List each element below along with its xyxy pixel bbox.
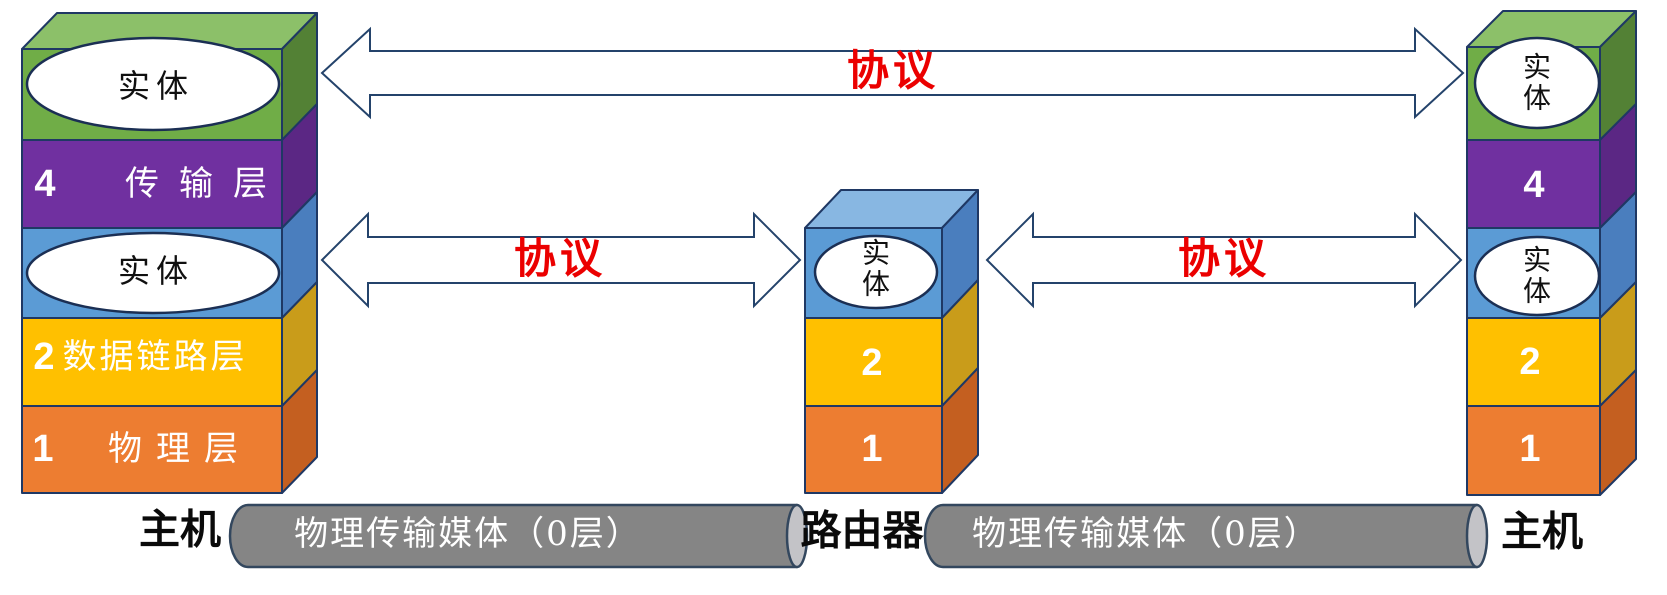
left-host-label: 主机 bbox=[139, 506, 221, 553]
left-media-cylinder bbox=[228, 503, 799, 569]
left-datalink-layer bbox=[21, 317, 283, 407]
left-lower-entity-label: 实体 bbox=[117, 252, 195, 290]
left-protocol-label: 协议 bbox=[513, 235, 607, 282]
right-physical-number: 1 bbox=[1519, 428, 1541, 470]
left-media-label: 物理传输媒体（0层） bbox=[294, 514, 642, 554]
right-datalink-layer bbox=[1466, 317, 1601, 407]
right-media-cylinder bbox=[923, 503, 1479, 569]
left-upper-entity-ellipse bbox=[25, 36, 281, 132]
left-datalink-name: 数据链路层 bbox=[62, 337, 248, 377]
right-upper-entity-ellipse bbox=[1473, 36, 1601, 130]
router-label: 路由器 bbox=[800, 507, 924, 554]
left-host-stack bbox=[21, 12, 318, 494]
right-lower-entity-ellipse bbox=[1473, 235, 1601, 317]
left-physical-layer bbox=[21, 405, 283, 494]
right-datalink-number: 2 bbox=[1519, 341, 1541, 383]
router-physical-layer bbox=[804, 405, 943, 494]
physical-media-cylinders bbox=[228, 503, 1489, 569]
right-media-label: 物理传输媒体（0层） bbox=[972, 514, 1320, 554]
router-datalink-number: 2 bbox=[861, 342, 883, 384]
left-transport-number: 4 bbox=[34, 163, 56, 205]
top-protocol-label: 协议 bbox=[846, 47, 940, 94]
left-protocol-arrow bbox=[320, 211, 802, 309]
router-entity-ellipse bbox=[813, 234, 939, 310]
left-datalink-number: 2 bbox=[33, 336, 55, 378]
right-upper-entity-label: 实体 bbox=[1522, 50, 1551, 115]
right-physical-layer bbox=[1466, 405, 1601, 496]
left-media-cylinder-cap bbox=[785, 503, 809, 569]
router-datalink-layer bbox=[804, 317, 943, 407]
router-entity-label: 实体 bbox=[861, 236, 890, 301]
top-protocol-arrow bbox=[320, 26, 1465, 120]
left-physical-name: 物理层 bbox=[108, 429, 252, 469]
right-host-label: 主机 bbox=[1501, 508, 1583, 555]
right-host-stack bbox=[1466, 10, 1637, 496]
right-lower-entity-label: 实体 bbox=[1522, 243, 1551, 308]
right-protocol-arrow bbox=[985, 211, 1463, 309]
left-upper-entity-label: 实体 bbox=[117, 67, 195, 105]
left-transport-layer bbox=[21, 139, 283, 229]
right-protocol-label: 协议 bbox=[1177, 235, 1271, 282]
left-lower-entity-ellipse bbox=[25, 231, 281, 315]
router-physical-number: 1 bbox=[861, 428, 883, 470]
left-physical-number: 1 bbox=[32, 428, 54, 470]
router-stack bbox=[804, 189, 979, 494]
right-transport-number: 4 bbox=[1523, 164, 1545, 206]
protocol-arrows bbox=[320, 26, 1465, 309]
right-media-cylinder-cap bbox=[1465, 503, 1489, 569]
left-transport-name: 传输层 bbox=[125, 164, 287, 204]
